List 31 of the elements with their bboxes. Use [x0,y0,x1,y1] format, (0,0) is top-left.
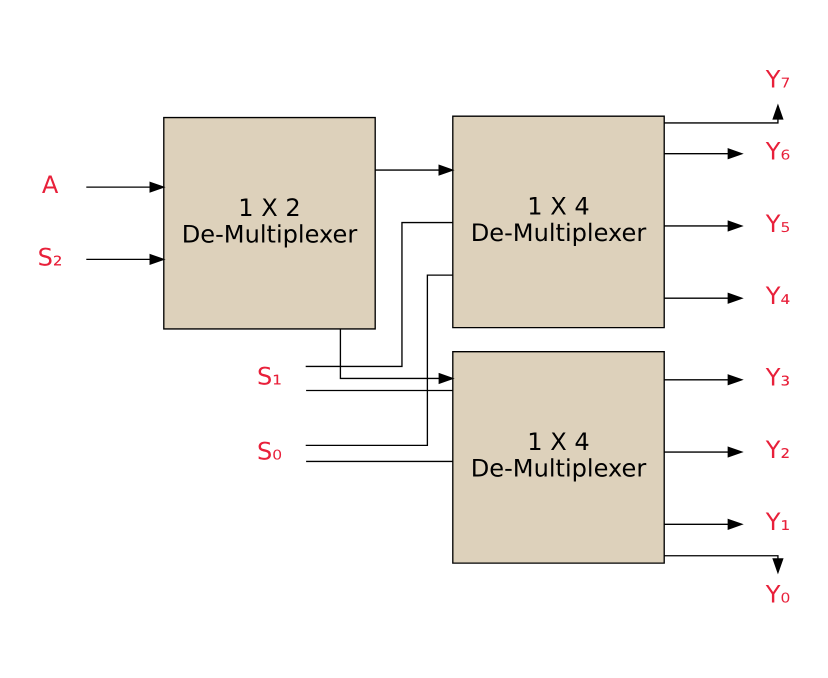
arrow [664,148,744,160]
node-box: 1 X 2 De-Multiplexer [163,116,376,330]
arrow [664,446,744,458]
connector [306,274,453,446]
node-text: Y₆ [766,138,790,166]
node-text: Y₅ [766,210,790,238]
connector [306,222,453,368]
node-box: 1 X 4 De-Multiplexer [452,116,665,328]
node-text: Y₇ [766,65,790,94]
connector [306,390,453,392]
connector [306,460,453,462]
arrow [340,329,455,384]
node-text: Y₀ [766,580,790,608]
node-text: S₂ [38,243,63,272]
arrow [375,164,455,176]
arrow [664,292,744,304]
node-text: S₀ [257,437,282,466]
arrow [86,182,166,193]
arrow [664,104,784,124]
node-text: Y₄ [766,282,790,310]
node-text: Y₂ [766,436,790,464]
arrow [86,254,166,266]
arrow [664,220,744,232]
node-text: A [42,171,58,200]
node-text: S₁ [257,362,282,390]
arrow [664,374,744,386]
node-text: Y₁ [766,508,790,536]
node-box: 1 X 4 De-Multiplexer [452,351,665,564]
arrow [664,518,744,530]
arrow [664,555,784,574]
node-text: Y₃ [766,364,790,392]
